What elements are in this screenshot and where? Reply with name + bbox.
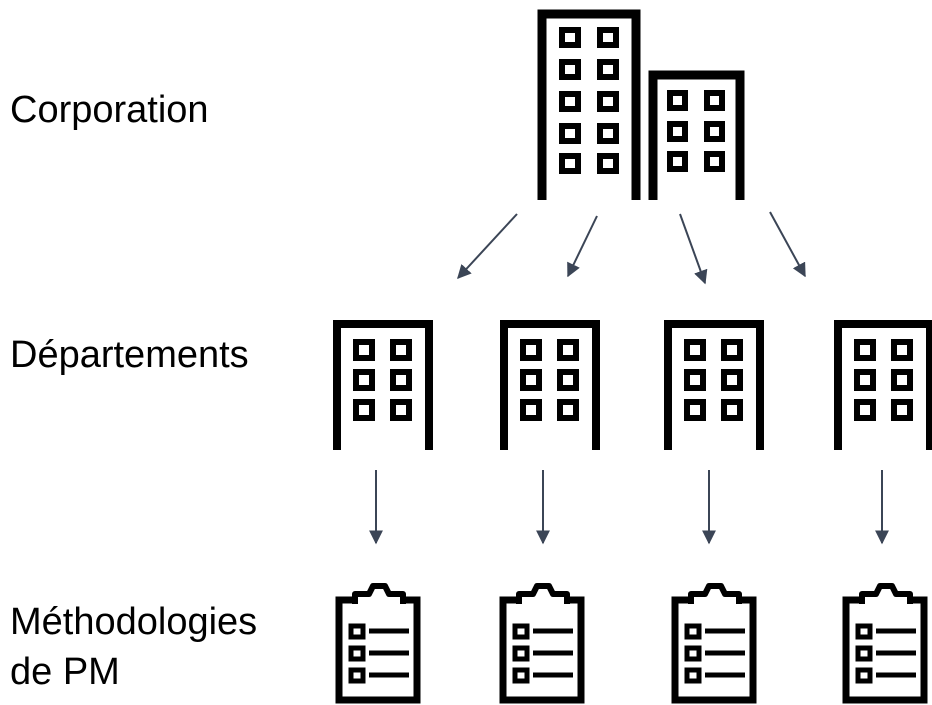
- clipboard-checklist-icon: [675, 586, 753, 700]
- arrow-corp-dept-2: [567, 215, 598, 278]
- office-building-icon: [504, 324, 596, 450]
- arrow-corp-dept-4: [769, 211, 806, 278]
- methodologies-label-line2: de PM: [10, 651, 120, 693]
- methodologies-label: Méthodologies de PM: [10, 597, 257, 697]
- departments-label: Départements: [10, 334, 249, 376]
- corp-to-dept-arrows: [457, 211, 806, 285]
- dept-to-method-arrows: [369, 470, 889, 545]
- arrow-corp-dept-3: [679, 213, 708, 285]
- office-building-icon: [838, 324, 930, 450]
- arrow-corp-dept-1: [457, 213, 518, 280]
- clipboard-checklist-icon: [503, 586, 581, 700]
- short-building: [648, 70, 745, 200]
- methodology-icons: [339, 586, 924, 700]
- clipboard-checklist-icon: [846, 586, 924, 700]
- tall-building: [537, 9, 641, 200]
- department-icons: [337, 324, 930, 450]
- office-building-icon: [668, 324, 760, 450]
- office-building-icon: [337, 324, 429, 450]
- clipboard-checklist-icon: [339, 586, 417, 700]
- methodologies-label-line1: Méthodologies: [10, 601, 258, 643]
- corporation-label: Corporation: [10, 89, 209, 131]
- office-buildings-icon: [537, 9, 745, 200]
